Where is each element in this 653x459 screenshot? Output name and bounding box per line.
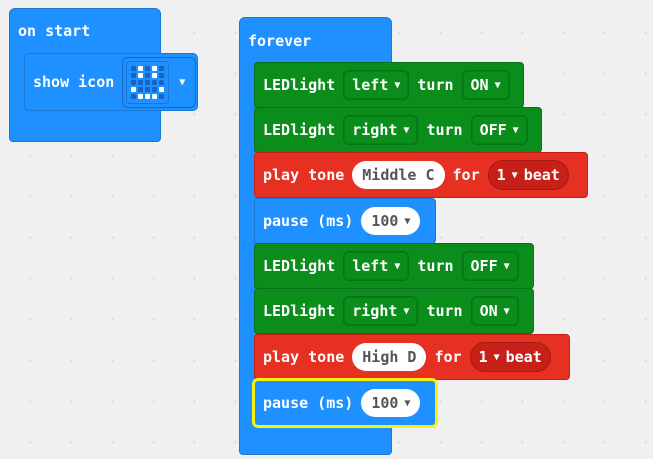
icon-led-cell bbox=[138, 65, 144, 71]
state-dropdown[interactable]: OFF ▼ bbox=[461, 251, 519, 281]
chevron-down-icon: ▼ bbox=[494, 79, 501, 91]
icon-led-cell bbox=[145, 65, 151, 71]
side-value: right bbox=[352, 121, 398, 139]
chevron-down-icon: ▼ bbox=[512, 124, 519, 136]
icon-led-cell bbox=[138, 86, 144, 92]
beat-label: beat bbox=[505, 348, 542, 366]
icon-dropdown[interactable]: ▼ bbox=[122, 56, 197, 108]
ledlight-block[interactable]: LEDlight left ▼ turn ON ▼ bbox=[254, 62, 524, 108]
ledlight-block[interactable]: LEDlight right ▼ turn ON ▼ bbox=[254, 288, 534, 334]
icon-led-cell bbox=[138, 79, 144, 85]
icon-led-cell bbox=[131, 93, 137, 99]
icon-led-cell bbox=[152, 93, 158, 99]
for-label: for bbox=[452, 166, 480, 184]
icon-led-cell bbox=[159, 93, 165, 99]
ledlight-label: LEDlight bbox=[263, 257, 336, 275]
pause-value-dropdown[interactable]: 100 ▼ bbox=[361, 389, 421, 417]
play-tone-label: play tone bbox=[263, 166, 345, 184]
state-value: OFF bbox=[470, 257, 498, 275]
for-label: for bbox=[434, 348, 462, 366]
side-dropdown[interactable]: right ▼ bbox=[343, 296, 419, 326]
chevron-down-icon: ▼ bbox=[179, 76, 186, 88]
side-value: left bbox=[352, 257, 389, 275]
turn-label: turn bbox=[426, 302, 463, 320]
chevron-down-icon: ▼ bbox=[503, 305, 510, 317]
state-dropdown[interactable]: ON ▼ bbox=[470, 296, 519, 326]
icon-led-cell bbox=[152, 86, 158, 92]
ledlight-label: LEDlight bbox=[263, 121, 336, 139]
icon-led-cell bbox=[145, 72, 151, 78]
side-dropdown[interactable]: right ▼ bbox=[343, 115, 419, 145]
show-icon-label: show icon bbox=[33, 73, 115, 91]
smiley-icon bbox=[126, 60, 170, 104]
state-dropdown[interactable]: OFF ▼ bbox=[470, 115, 528, 145]
icon-led-cell bbox=[152, 72, 158, 78]
icon-led-cell bbox=[145, 93, 151, 99]
ledlight-block[interactable]: LEDlight left ▼ turn OFF ▼ bbox=[254, 243, 534, 289]
icon-led-cell bbox=[131, 72, 137, 78]
chevron-down-icon: ▼ bbox=[503, 260, 510, 272]
icon-led-cell bbox=[152, 65, 158, 71]
icon-led-cell bbox=[138, 72, 144, 78]
pause-label: pause (ms) bbox=[263, 212, 354, 230]
tone-block[interactable]: play tone Middle C for 1 ▼ beat bbox=[254, 152, 588, 198]
icon-led-cell bbox=[131, 86, 137, 92]
icon-led-cell bbox=[145, 86, 151, 92]
note-field[interactable]: Middle C bbox=[352, 161, 445, 189]
ledlight-label: LEDlight bbox=[263, 302, 336, 320]
pause-value-dropdown[interactable]: 100 ▼ bbox=[361, 207, 421, 235]
turn-label: turn bbox=[417, 257, 454, 275]
turn-label: turn bbox=[426, 121, 463, 139]
chevron-down-icon: ▼ bbox=[511, 169, 518, 181]
play-tone-label: play tone bbox=[263, 348, 345, 366]
note-field[interactable]: High D bbox=[352, 343, 427, 371]
state-value: ON bbox=[479, 302, 498, 320]
tone-block[interactable]: play tone High D for 1 ▼ beat bbox=[254, 334, 570, 380]
icon-led-cell bbox=[159, 65, 165, 71]
beats-dropdown[interactable]: 1 ▼ beat bbox=[469, 342, 551, 372]
icon-led-cell bbox=[159, 72, 165, 78]
side-dropdown[interactable]: left ▼ bbox=[343, 70, 410, 100]
icon-led-cell bbox=[131, 65, 137, 71]
beats-dropdown[interactable]: 1 ▼ beat bbox=[487, 160, 569, 190]
chevron-down-icon: ▼ bbox=[394, 79, 401, 91]
icon-led-cell bbox=[138, 93, 144, 99]
forever-label: forever bbox=[248, 32, 312, 50]
on-start-label: on start bbox=[18, 22, 91, 40]
turn-label: turn bbox=[417, 76, 454, 94]
icon-led-cell bbox=[159, 79, 165, 85]
pause-label: pause (ms) bbox=[263, 394, 354, 412]
beats-value: 1 bbox=[478, 348, 488, 366]
ledlight-block[interactable]: LEDlight right ▼ turn OFF ▼ bbox=[254, 107, 542, 153]
state-value: ON bbox=[470, 76, 489, 94]
state-value: OFF bbox=[479, 121, 507, 139]
icon-led-cell bbox=[152, 79, 158, 85]
on-start-block[interactable]: on start show icon ▼ bbox=[9, 8, 198, 142]
chevron-down-icon: ▼ bbox=[403, 124, 410, 136]
pause-value: 100 bbox=[371, 212, 399, 230]
chevron-down-icon: ▼ bbox=[404, 397, 411, 409]
side-value: left bbox=[352, 76, 389, 94]
side-dropdown[interactable]: left ▼ bbox=[343, 251, 410, 281]
show-icon-block[interactable]: show icon ▼ bbox=[24, 53, 198, 111]
beat-label: beat bbox=[523, 166, 560, 184]
icon-led-cell bbox=[159, 86, 165, 92]
chevron-down-icon: ▼ bbox=[394, 260, 401, 272]
beats-value: 1 bbox=[496, 166, 506, 184]
ledlight-label: LEDlight bbox=[263, 76, 336, 94]
side-value: right bbox=[352, 302, 398, 320]
chevron-down-icon: ▼ bbox=[493, 351, 500, 363]
state-dropdown[interactable]: ON ▼ bbox=[461, 70, 510, 100]
icon-led-cell bbox=[131, 79, 137, 85]
pause-block[interactable]: pause (ms) 100 ▼ bbox=[254, 198, 436, 244]
icon-led-cell bbox=[145, 79, 151, 85]
pause-value: 100 bbox=[371, 394, 399, 412]
pause-block[interactable]: pause (ms) 100 ▼ bbox=[252, 378, 438, 428]
chevron-down-icon: ▼ bbox=[403, 305, 410, 317]
chevron-down-icon: ▼ bbox=[404, 215, 411, 227]
